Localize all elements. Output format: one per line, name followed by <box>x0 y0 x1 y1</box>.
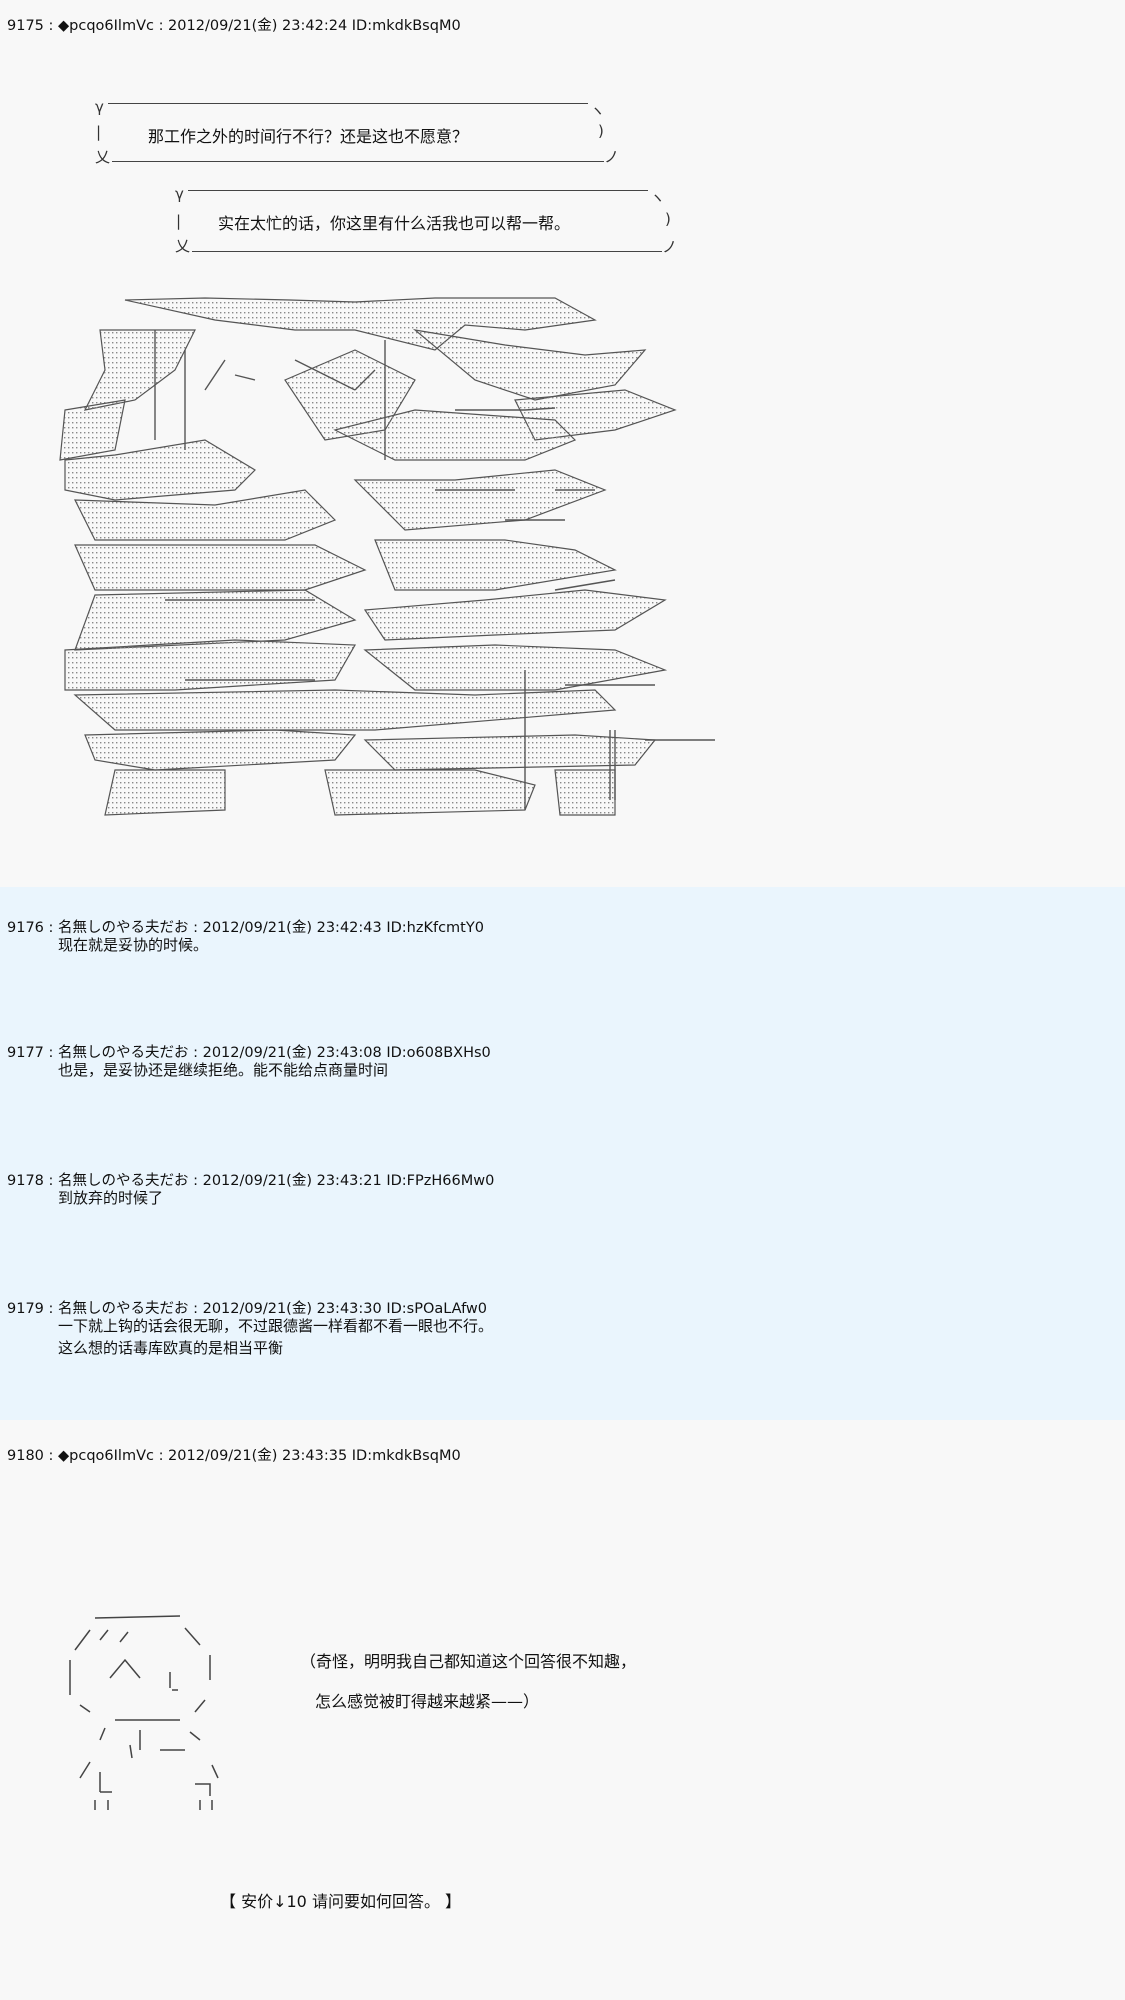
anchor-instruction: 【 安价↓10 请问要如何回答。 】 <box>220 1892 462 1911</box>
post-header: 9180 : ◆pcqo6IlmVc : 2012/09/21(金) 23:43… <box>7 1448 461 1464</box>
post-header: 9177 : 名無しのやる夫だお : 2012/09/21(金) 23:43:0… <box>7 1045 491 1061</box>
post-header: 9179 : 名無しのやる夫だお : 2012/09/21(金) 23:43:3… <box>7 1301 488 1317</box>
post-text: 现在就是妥协的时候。 <box>58 936 209 954</box>
thought-line-2: 怎么感觉被盯得越来越紧——） <box>315 1692 540 1711</box>
bubble-2-text: 实在太忙的话，你这里有什么活我也可以帮一帮。 <box>218 214 571 233</box>
bubble-1-text: 那工作之外的时间行不行？还是这也不愿意？ <box>148 127 469 146</box>
post-header: 9178 : 名無しのやる夫だお : 2012/09/21(金) 23:43:2… <box>7 1173 495 1189</box>
small-character-figure <box>69 1615 219 1810</box>
post-text: 到放弃的时候了 <box>58 1189 164 1207</box>
reply-block: 9176 : 名無しのやる夫だお : 2012/09/21(金) 23:42:4… <box>0 887 1125 1420</box>
post-text: 一下就上钩的话会很无聊，不过跟德酱一样看都不看一眼也不行。 <box>58 1317 494 1335</box>
thought-line-1: （奇怪，明明我自己都知道这个回答很不知趣， <box>300 1652 637 1671</box>
post-header: 9175 : ◆pcqo6IlmVc : 2012/09/21(金) 23:42… <box>7 18 461 34</box>
post-9175: 9175 : ◆pcqo6IlmVc : 2012/09/21(金) 23:42… <box>0 0 1125 887</box>
post-text: 也是，是妥协还是继续拒绝。能不能给点商量时间 <box>58 1061 389 1079</box>
post-text: 这么想的话毒库欧真的是相当平衡 <box>58 1339 284 1357</box>
ascii-art-figure <box>59 297 715 816</box>
post-header: 9176 : 名無しのやる夫だお : 2012/09/21(金) 23:42:4… <box>7 920 484 936</box>
post-9180: 9180 : ◆pcqo6IlmVc : 2012/09/21(金) 23:43… <box>0 1420 1125 2000</box>
